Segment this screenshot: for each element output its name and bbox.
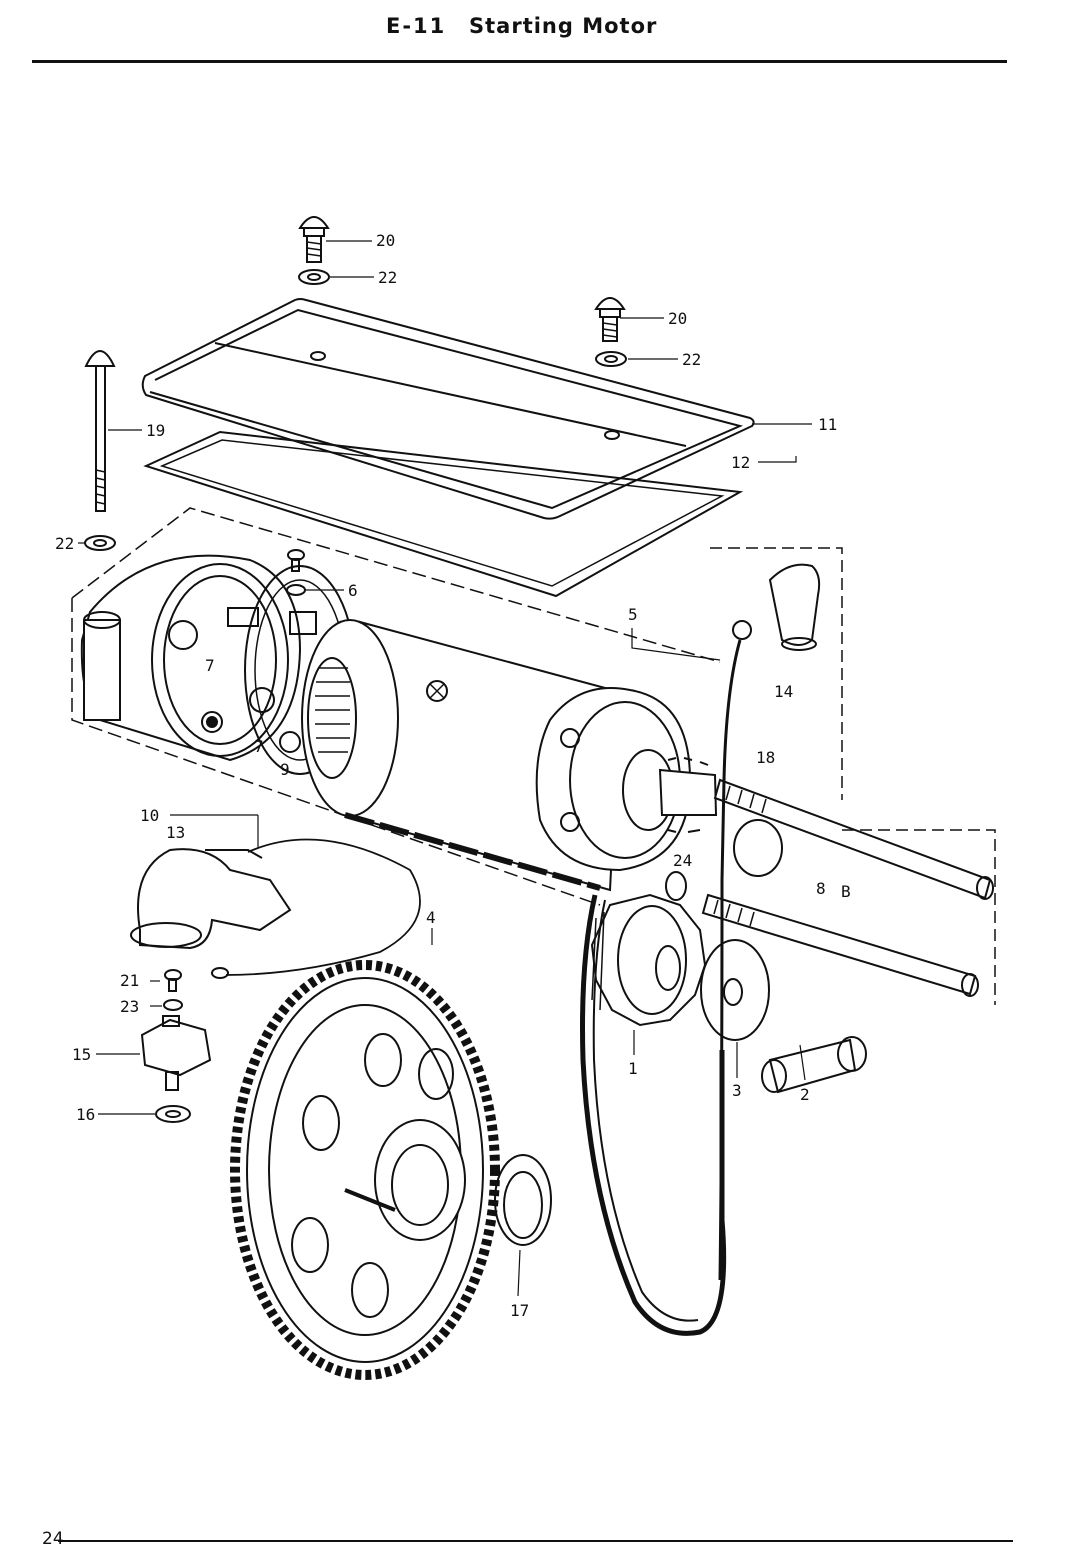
screw-20-upper: [298, 216, 330, 263]
callout-19: 19: [146, 421, 165, 440]
o-ring-18: [733, 819, 783, 877]
callout-22: 22: [378, 268, 397, 287]
gasket-12: [143, 430, 744, 598]
callout-8-suffix: B: [841, 882, 851, 901]
screw-20-right: [594, 297, 626, 342]
through-bolt-8-upper: [713, 778, 994, 900]
washer-22-right: [595, 351, 627, 367]
callout-18: 18: [756, 748, 775, 767]
shaft-2: [761, 1036, 867, 1094]
assembly-bracket: [710, 547, 996, 1005]
callout-14: 14: [774, 682, 793, 701]
callout-3: 3: [732, 1081, 742, 1100]
through-bolt-8-lower: [701, 893, 979, 997]
brush-holder-housing: [80, 554, 302, 762]
callout-17: 17: [510, 1301, 529, 1320]
callout-12: 12: [731, 453, 750, 472]
ring-17: [494, 1154, 552, 1246]
callout-6: 6: [348, 581, 358, 600]
section-code: E-11: [386, 14, 447, 38]
starter-chain: [580, 894, 727, 1336]
cable-10-and-boot-13: [130, 838, 421, 979]
callout-21: 21: [120, 971, 139, 990]
washer-16: [155, 1105, 191, 1123]
page-title: Starting Motor: [469, 14, 658, 38]
callout-7: 7: [205, 656, 215, 675]
switch-15: [140, 1015, 212, 1091]
pinion-gear-1: [590, 893, 707, 1027]
screw-21: [164, 969, 182, 992]
callout-16: 16: [76, 1105, 95, 1124]
cover-11: [141, 298, 755, 520]
callout-10: 10: [140, 806, 159, 825]
callout-2: 2: [800, 1085, 810, 1104]
assembly-5-outline: [71, 507, 721, 906]
callout-20: 20: [376, 231, 395, 250]
header-rule: [32, 60, 1007, 63]
callout-15: 15: [72, 1045, 91, 1064]
callout-4: 4: [426, 908, 436, 927]
callout-5: 5: [628, 605, 638, 624]
screw-6: [286, 549, 306, 596]
callout-9: 9: [280, 760, 290, 779]
callout-13: 13: [166, 823, 185, 842]
callout-20: 20: [668, 309, 687, 328]
callout-24: 24: [673, 851, 692, 870]
callout-22: 22: [55, 534, 74, 553]
callout-23: 23: [120, 997, 139, 1016]
sprocket-4: [230, 960, 500, 1380]
thrust-washer-3: [700, 939, 770, 1041]
callout-11: 11: [818, 415, 837, 434]
washer-22-upper: [298, 269, 330, 285]
washer-24: [665, 871, 687, 901]
callout-1: 1: [628, 1059, 638, 1078]
washer-23: [163, 999, 183, 1011]
motor-yoke: [301, 619, 622, 892]
motor-end-cover: [535, 687, 718, 872]
page-header: E-11 Starting Motor: [0, 12, 1066, 46]
leader-lines: [78, 240, 812, 1297]
callout-labels: 20 22 20 22 19 11 12 22 6 5 7 7 9 14 18 …: [55, 231, 851, 1320]
footer-rule: [58, 1540, 1013, 1542]
washer-22-left: [84, 535, 116, 551]
callout-7: 7: [254, 737, 264, 756]
bolt-19: [84, 350, 116, 512]
callout-8: 8: [816, 879, 826, 898]
page-number: 24: [42, 1529, 64, 1549]
callout-22: 22: [682, 350, 701, 369]
